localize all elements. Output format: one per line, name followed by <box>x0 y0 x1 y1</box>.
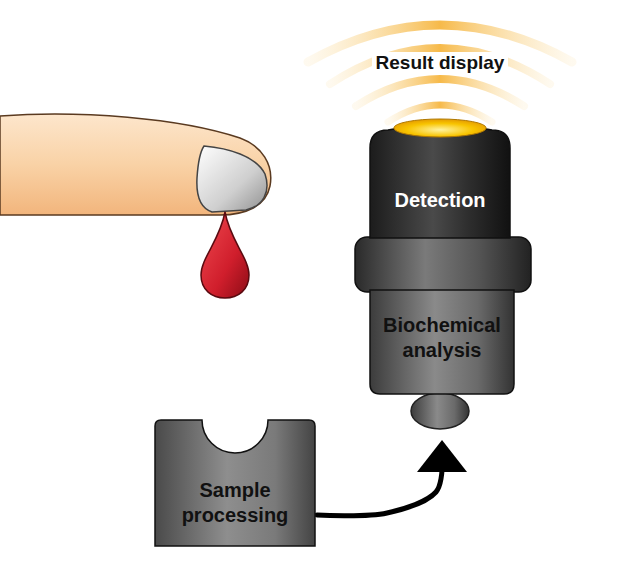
detection-cap-outline <box>370 122 510 238</box>
fingernail <box>197 146 267 212</box>
detection-cap: Detection <box>370 122 510 238</box>
analysis-body-shape <box>370 290 514 394</box>
analysis-body: Biochemical analysis <box>370 290 514 394</box>
detection-cap-shape <box>370 125 510 238</box>
node-label: Sample processing <box>161 478 309 528</box>
blood-drop <box>201 212 249 298</box>
flow-arrow <box>317 440 467 516</box>
finger <box>0 114 271 215</box>
node-label: Detection <box>394 188 485 213</box>
arrow-line <box>317 470 442 516</box>
arrowhead <box>417 440 467 472</box>
display-dome <box>394 119 486 137</box>
signal-arcs <box>308 25 572 122</box>
device-ring <box>355 237 531 292</box>
display-label: Result display <box>372 52 509 74</box>
node-label: Biochemical analysis <box>374 313 510 363</box>
sample-cartridge: Sample processing <box>155 420 315 546</box>
device-inlet <box>411 393 469 429</box>
sample-cartridge-shape <box>155 420 315 546</box>
